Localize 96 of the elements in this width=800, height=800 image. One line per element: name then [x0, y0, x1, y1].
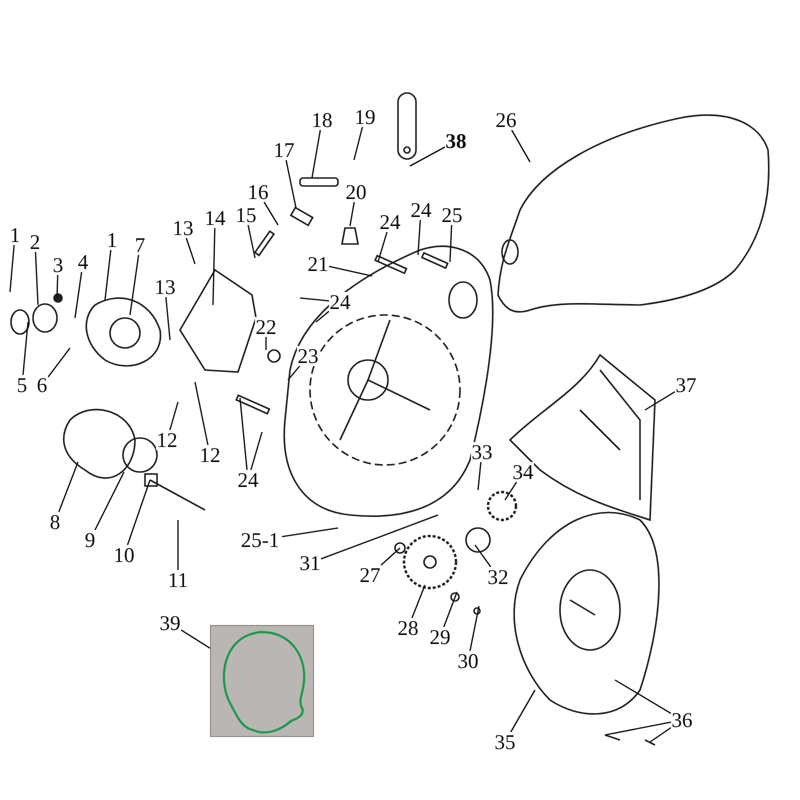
callout-number: 4 — [77, 252, 89, 272]
leader-line — [377, 232, 388, 262]
callout-number: 24 — [410, 200, 432, 220]
callout-number: 1 — [9, 225, 21, 245]
leader-line — [644, 391, 676, 411]
leader-line — [510, 690, 536, 732]
leader-line — [177, 520, 179, 570]
callout-number: 32 — [487, 567, 509, 587]
callout-number: 30 — [457, 651, 479, 671]
callout-number: 31 — [299, 553, 321, 573]
leader-line — [186, 238, 196, 264]
leader-line — [614, 679, 672, 714]
leader-line — [411, 584, 426, 618]
callout-number: 18 — [311, 110, 333, 130]
leader-line — [300, 297, 330, 302]
callout-number: 13 — [154, 277, 176, 297]
callout-number: 8 — [49, 512, 61, 532]
callout-number: 27 — [359, 565, 381, 585]
leader-line — [320, 514, 438, 560]
callout-number: 34 — [512, 462, 534, 482]
callout-number: 6 — [36, 375, 48, 395]
callout-number: 7 — [134, 235, 146, 255]
leader-line — [165, 296, 171, 340]
leader-line — [288, 366, 300, 380]
callout-number: 1 — [106, 230, 118, 250]
leader-line — [285, 160, 297, 208]
callout-number: 37 — [675, 375, 697, 395]
callout-number: 15 — [235, 205, 257, 225]
callout-number: 19 — [354, 107, 376, 127]
callout-number: 23 — [297, 346, 319, 366]
leader-line — [250, 432, 263, 470]
leader-line — [104, 250, 112, 300]
leader-line — [469, 606, 480, 652]
callout-number: 12 — [156, 430, 178, 450]
leader-line — [477, 462, 482, 490]
callout-number: 17 — [273, 140, 295, 160]
leader-line — [22, 322, 29, 376]
callout-number: 20 — [345, 182, 367, 202]
leader-line — [650, 727, 672, 743]
callout-number: 38 — [445, 131, 467, 151]
leader-line — [417, 220, 421, 256]
callout-number: 14 — [204, 208, 226, 228]
callout-number: 24 — [329, 292, 351, 312]
leader-line — [410, 146, 446, 167]
leader-line — [247, 224, 256, 258]
leader-line — [380, 548, 400, 566]
leader-line — [212, 228, 216, 306]
callout-number: 25 — [441, 205, 463, 225]
callout-number: 24 — [237, 470, 259, 490]
leader-line — [58, 462, 79, 512]
callout-number: 36 — [671, 710, 693, 730]
callout-number: 26 — [495, 110, 517, 130]
leader-line — [239, 398, 248, 470]
leader-line — [34, 252, 39, 306]
leader-line — [511, 130, 531, 162]
leader-line — [94, 472, 125, 530]
leader-line — [474, 544, 492, 568]
leader-line — [349, 202, 355, 226]
leader-line — [282, 527, 338, 538]
leader-line — [264, 202, 279, 226]
leader-line — [180, 629, 210, 649]
leader-line — [353, 126, 364, 160]
leader-line — [129, 254, 140, 316]
leader-line — [316, 310, 330, 322]
leader-line — [604, 721, 672, 736]
leader-line — [56, 274, 58, 298]
callout-number: 16 — [247, 182, 269, 202]
callout-number: 12 — [199, 445, 221, 465]
callout-number: 22 — [255, 317, 277, 337]
leader-line — [311, 130, 321, 178]
callout-number: 39 — [159, 613, 181, 633]
callout-number: 24 — [379, 212, 401, 232]
callout-number: 13 — [172, 218, 194, 238]
leader-line — [47, 348, 71, 378]
callout-number: 3 — [52, 255, 64, 275]
leader-line — [265, 337, 267, 350]
leader-line — [194, 382, 209, 446]
callout-number: 28 — [397, 618, 419, 638]
callout-number: 11 — [167, 570, 189, 590]
callout-number: 9 — [84, 530, 96, 550]
callout-number: 21 — [307, 254, 329, 274]
leader-line — [126, 480, 151, 546]
leader-line — [74, 272, 82, 318]
leader-line — [504, 482, 518, 500]
callout-number: 29 — [429, 627, 451, 647]
leader-line — [9, 244, 15, 292]
callout-number: 33 — [471, 442, 493, 462]
gasket-photo — [210, 625, 314, 737]
leader-line — [443, 592, 458, 628]
callout-number: 35 — [494, 732, 516, 752]
callout-number: 5 — [16, 375, 28, 395]
leader-line — [328, 266, 372, 277]
callout-number: 10 — [113, 545, 135, 565]
leader-line — [449, 224, 452, 262]
leader-line — [169, 402, 179, 430]
callout-number: 2 — [29, 232, 41, 252]
